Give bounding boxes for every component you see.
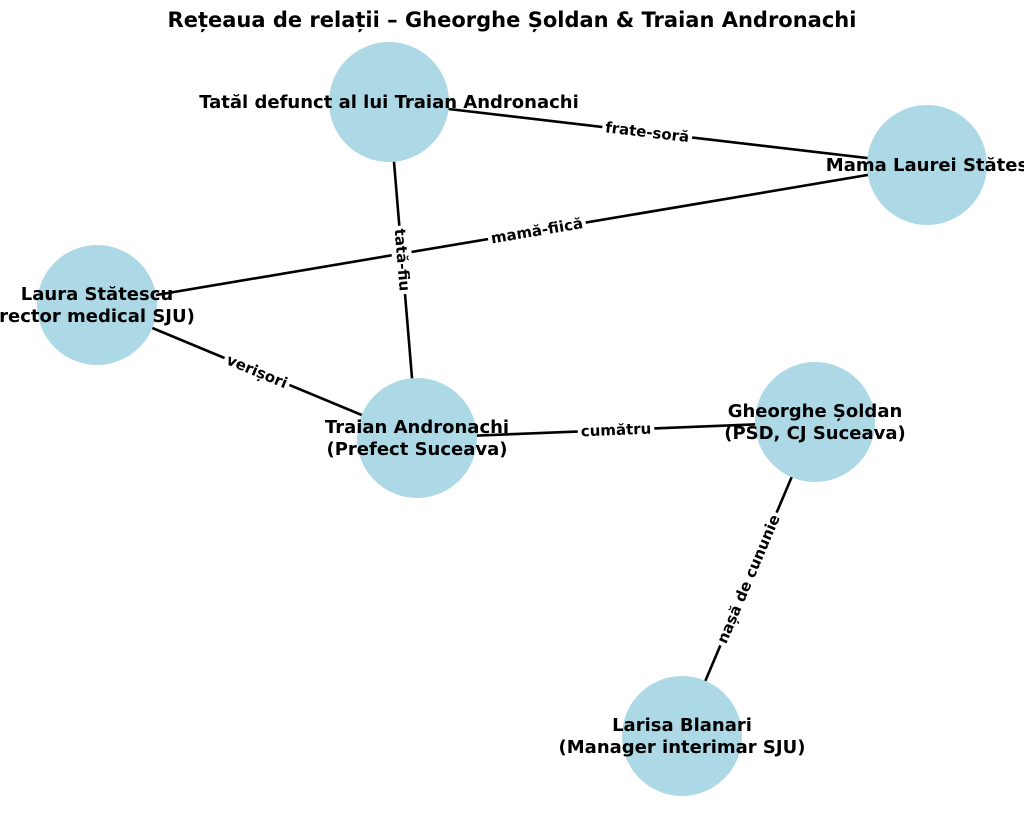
edge-label-mama-laura: mamă-fiică [490, 214, 585, 247]
edge-label-laura-traian: verișori [224, 351, 290, 392]
node-mama [867, 105, 987, 225]
node-tatal [329, 42, 449, 162]
node-label-larisa: Larisa Blanari(Manager interimar SJU) [559, 715, 806, 758]
edge-label-tatal-traian: tată-fiu [391, 228, 414, 292]
node-labels-layer: Tatăl defunct al lui Traian AndronachiMa… [0, 92, 1024, 758]
node-label-line: rector medical SJU) [0, 306, 195, 327]
node-label-mama: Mama Laurei Stătes [826, 155, 1024, 176]
node-label-line: Larisa Blanari [612, 715, 752, 736]
edge-labels-layer: frate-soră tată-fiu mamă-fiică verișori cumă… [220, 117, 786, 650]
edge-label-traian-gheorghe: cumătru [580, 420, 651, 441]
edge-label-group-traian-gheorghe: cumătru [577, 418, 655, 442]
node-label-line: Laura Stătescu [21, 284, 173, 305]
edge-label-group-gheorghe-larisa: nașă de cununie [711, 508, 786, 650]
node-label-line: Gheorghe Șoldan [728, 401, 903, 422]
node-label-gheorghe: Gheorghe Șoldan(PSD, CJ Suceava) [724, 401, 906, 444]
diagram-title: Rețeaua de relații – Gheorghe Șoldan & T… [168, 8, 857, 33]
edge-label-group-laura-traian: verișori [220, 348, 294, 395]
node-gheorghe [755, 362, 875, 482]
node-laura [37, 245, 157, 365]
node-larisa [622, 676, 742, 796]
edge-label-bg [711, 508, 786, 650]
node-label-line: Tatăl defunct al lui Traian Andronachi [199, 92, 579, 113]
node-label-line: Mama Laurei Stătes [826, 155, 1024, 176]
edge-label-bg [577, 418, 655, 442]
edge-label-bg [601, 117, 694, 148]
edge-label-gheorghe-larisa: nașă de cununie [713, 512, 783, 646]
node-traian [357, 378, 477, 498]
node-label-tatal: Tatăl defunct al lui Traian Andronachi [199, 92, 579, 113]
nodes-layer [37, 42, 987, 796]
edge-label-group-tatal-traian: tată-fiu [389, 224, 415, 295]
edge-label-group-tatal-mama: frate-soră [601, 117, 694, 148]
node-label-line: (PSD, CJ Suceava) [724, 423, 906, 444]
edge-label-bg [220, 348, 294, 395]
node-label-line: Traian Andronachi [325, 417, 509, 438]
edge-label-bg [389, 224, 415, 295]
node-label-traian: Traian Andronachi(Prefect Suceava) [325, 417, 509, 460]
edge-label-group-mama-laura: mamă-fiică [486, 212, 588, 249]
node-label-line: (Prefect Suceava) [327, 439, 508, 460]
edge-label-bg [486, 212, 588, 249]
node-label-line: (Manager interimar SJU) [559, 737, 806, 758]
